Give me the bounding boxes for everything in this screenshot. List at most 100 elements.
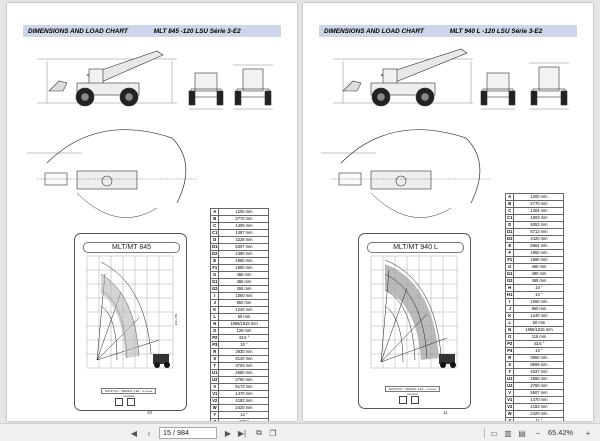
paste-icon[interactable]: ❐ xyxy=(269,428,277,438)
dimension-key: Y xyxy=(209,411,220,419)
previous-page-icon[interactable]: ◀ xyxy=(130,428,138,438)
right-side-view-drawing xyxy=(333,48,473,107)
dimension-value: 50 mm xyxy=(218,313,270,321)
left-turning-radius-drawing xyxy=(27,129,197,218)
dimension-value: 1240 mm xyxy=(513,312,565,320)
dimension-value: 960 mm xyxy=(513,305,565,313)
left-load-chart-title: MLT/MT 845 xyxy=(83,242,180,253)
dimension-key: R xyxy=(209,348,220,356)
dimension-key: S xyxy=(504,361,515,369)
dimension-key: O xyxy=(504,333,515,341)
dimension-key: T xyxy=(209,362,220,370)
dimension-value: 1803 mm xyxy=(513,214,565,222)
dimension-key: R xyxy=(504,354,515,362)
dimension-key: P3 xyxy=(504,347,515,355)
copy-icon[interactable]: ⧉ xyxy=(256,428,262,437)
dimension-value: 125 mm xyxy=(218,327,270,335)
dimension-key: V1 xyxy=(504,396,515,404)
dimension-key: F xyxy=(504,249,515,257)
dimension-value: 43,5 ° xyxy=(513,340,565,348)
dimension-key: J xyxy=(209,299,220,307)
right-page: DIMENSIONS AND LOAD CHART MLT 940 L -120… xyxy=(303,3,593,421)
dimension-key: E xyxy=(504,242,515,250)
dimension-key: N xyxy=(504,326,515,334)
zoom-level: 65.42% xyxy=(548,428,574,437)
dimension-value: 3950 mm xyxy=(513,354,565,362)
page-number-input[interactable]: 15 / 984 xyxy=(159,427,217,439)
dimension-key: D1 xyxy=(504,228,515,236)
dimension-value: 1865/1915 mm xyxy=(218,320,270,328)
dimension-value: 4183 mm xyxy=(513,403,565,411)
dimension-value: 5507 mm xyxy=(513,389,565,397)
last-page-icon[interactable]: ▶| xyxy=(237,428,247,438)
left-load-chart-card: MLT/MT 845 xyxy=(74,233,187,411)
dimension-key: D xyxy=(209,236,220,244)
dimension-value: 1470 mm xyxy=(218,390,270,398)
dimension-key: G xyxy=(504,263,515,271)
right-front-view-drawing xyxy=(480,72,516,110)
next-page-icon[interactable]: ▶ xyxy=(224,428,232,438)
dimension-value: 1200 mm xyxy=(513,193,565,201)
dimension-value: 115 mm xyxy=(513,333,565,341)
dimension-value: 10 ° xyxy=(513,284,565,292)
zoom-out-icon[interactable]: − xyxy=(535,428,541,438)
dimension-value: 1240 mm xyxy=(218,306,270,314)
dimension-key: I xyxy=(209,292,220,300)
dimension-value: 5173 mm xyxy=(218,383,270,391)
left-page-header: DIMENSIONS AND LOAD CHART MLT 845 -120 L… xyxy=(23,25,281,37)
dimension-key: O xyxy=(209,327,220,335)
zoom-in-icon[interactable]: + xyxy=(585,428,591,438)
dimension-key: Z xyxy=(209,418,220,421)
left-card-icon-box-1 xyxy=(115,398,123,406)
single-page-icon[interactable]: ▭ xyxy=(490,428,498,438)
dimension-value: 8569 mm xyxy=(513,361,565,369)
dimension-value: 12 ° xyxy=(218,411,270,419)
dimension-key: G1 xyxy=(504,270,515,278)
dimension-key: C1 xyxy=(504,214,515,222)
dimension-value: 2770 mm xyxy=(513,200,565,208)
dimension-key: D1 xyxy=(209,243,220,251)
dimension-value: 950 mm xyxy=(218,299,270,307)
previous-page-alt-icon[interactable]: ‹ xyxy=(147,428,151,438)
dimension-value: 2760 mm xyxy=(218,376,270,384)
dimension-value: 5307 mm xyxy=(218,243,270,251)
dimension-key: S xyxy=(209,355,220,363)
left-load-chart-footer: MANITOU - SERIES 3-E2 - 4 roues motrices xyxy=(101,388,156,398)
dimension-value: 1200 mm xyxy=(218,208,270,216)
dimension-value: 4037 mm xyxy=(513,368,565,376)
fit-width-icon[interactable]: ▥ xyxy=(504,428,512,438)
dimension-key: W xyxy=(504,410,515,418)
left-table-row: Z130 ° xyxy=(209,418,270,421)
two-page-icon[interactable]: ▤ xyxy=(518,428,526,438)
dimension-key: L xyxy=(504,319,515,327)
dimension-value: 2580 mm xyxy=(513,375,565,383)
